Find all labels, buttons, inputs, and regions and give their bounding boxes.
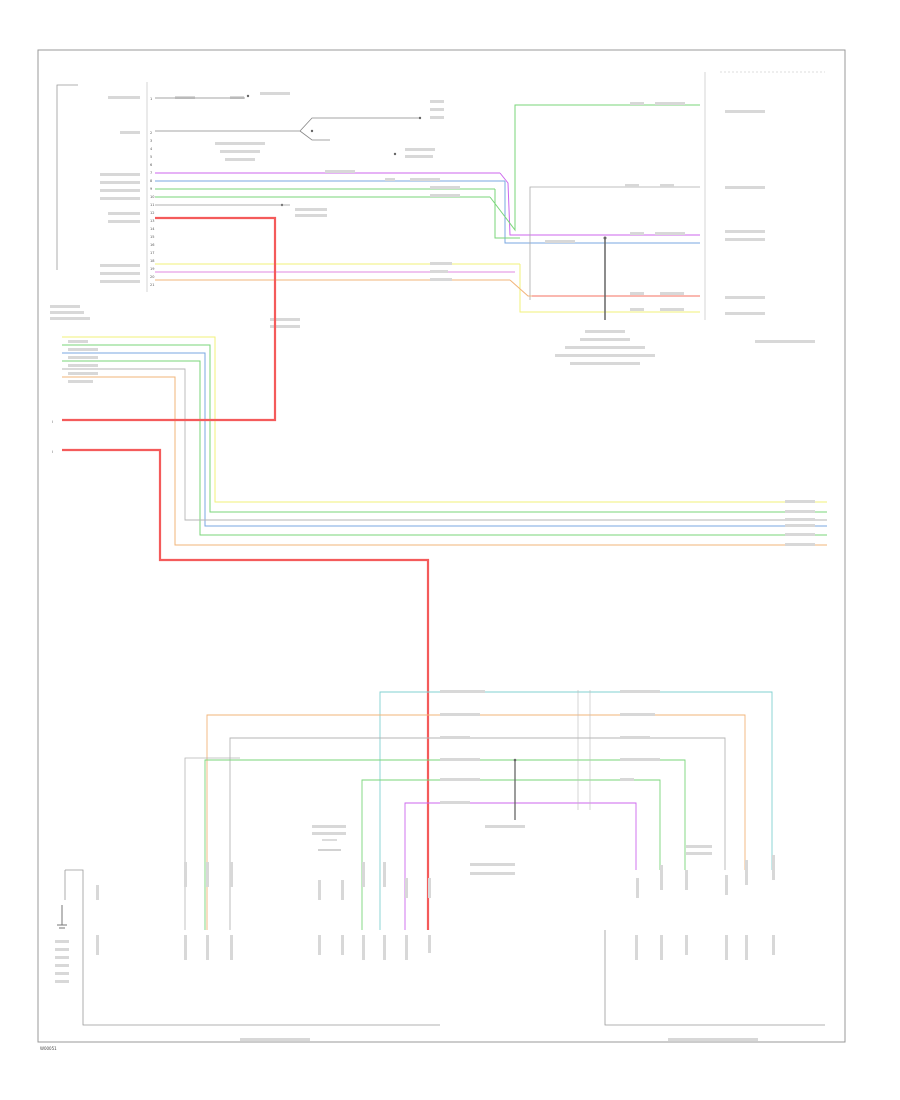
right-module-labels bbox=[725, 110, 815, 343]
svg-text:11: 11 bbox=[150, 203, 154, 207]
svg-text:20: 20 bbox=[150, 275, 154, 279]
svg-text:17: 17 bbox=[150, 251, 154, 255]
bottom-right-module bbox=[604, 855, 825, 1041]
lower-harness-wires bbox=[184, 690, 773, 930]
svg-text:6: 6 bbox=[150, 163, 152, 167]
svg-text:15: 15 bbox=[150, 235, 154, 239]
left-pin-labels bbox=[100, 96, 140, 283]
top-wire-labels bbox=[175, 92, 444, 217]
svg-text:3: 3 bbox=[150, 139, 152, 143]
connector-pins-left: 1 2 3 4 5 6 7 8 9 10 11 12 13 14 15 16 1… bbox=[150, 97, 155, 287]
svg-text:13: 13 bbox=[150, 219, 154, 223]
svg-text:2: 2 bbox=[150, 131, 152, 135]
svg-text:Ⅰ: Ⅰ bbox=[52, 450, 53, 454]
svg-text:10: 10 bbox=[150, 195, 154, 199]
top-harness-wires bbox=[155, 102, 700, 365]
svg-text:14: 14 bbox=[150, 227, 155, 231]
mid-wire-labels bbox=[325, 102, 685, 365]
svg-text:9: 9 bbox=[150, 187, 152, 191]
svg-text:19: 19 bbox=[150, 267, 154, 271]
left-mid-connector: Ⅰ Ⅰ bbox=[50, 216, 827, 930]
svg-text:5: 5 bbox=[150, 155, 152, 159]
right-top-module bbox=[704, 71, 825, 343]
bottom-left-pin-labels bbox=[96, 862, 431, 960]
bottom-left-module bbox=[55, 839, 440, 1041]
svg-text:18: 18 bbox=[150, 259, 154, 263]
svg-text:1: 1 bbox=[150, 97, 152, 101]
top-left-module: 1 2 3 4 5 6 7 8 9 10 11 12 13 14 15 16 1… bbox=[56, 82, 444, 292]
svg-text:21: 21 bbox=[150, 283, 154, 287]
svg-text:Ⅰ: Ⅰ bbox=[52, 420, 53, 424]
page-code: W00051 bbox=[40, 1046, 57, 1051]
ground-symbol bbox=[57, 905, 67, 929]
diagram-frame bbox=[37, 49, 846, 1043]
right-edge-wire-labels bbox=[785, 500, 815, 546]
svg-text:12: 12 bbox=[150, 211, 154, 215]
svg-text:8: 8 bbox=[150, 179, 152, 183]
svg-text:16: 16 bbox=[150, 243, 154, 247]
svg-text:7: 7 bbox=[150, 171, 152, 175]
svg-text:4: 4 bbox=[150, 147, 153, 151]
bottom-right-pin-labels bbox=[635, 855, 775, 1041]
